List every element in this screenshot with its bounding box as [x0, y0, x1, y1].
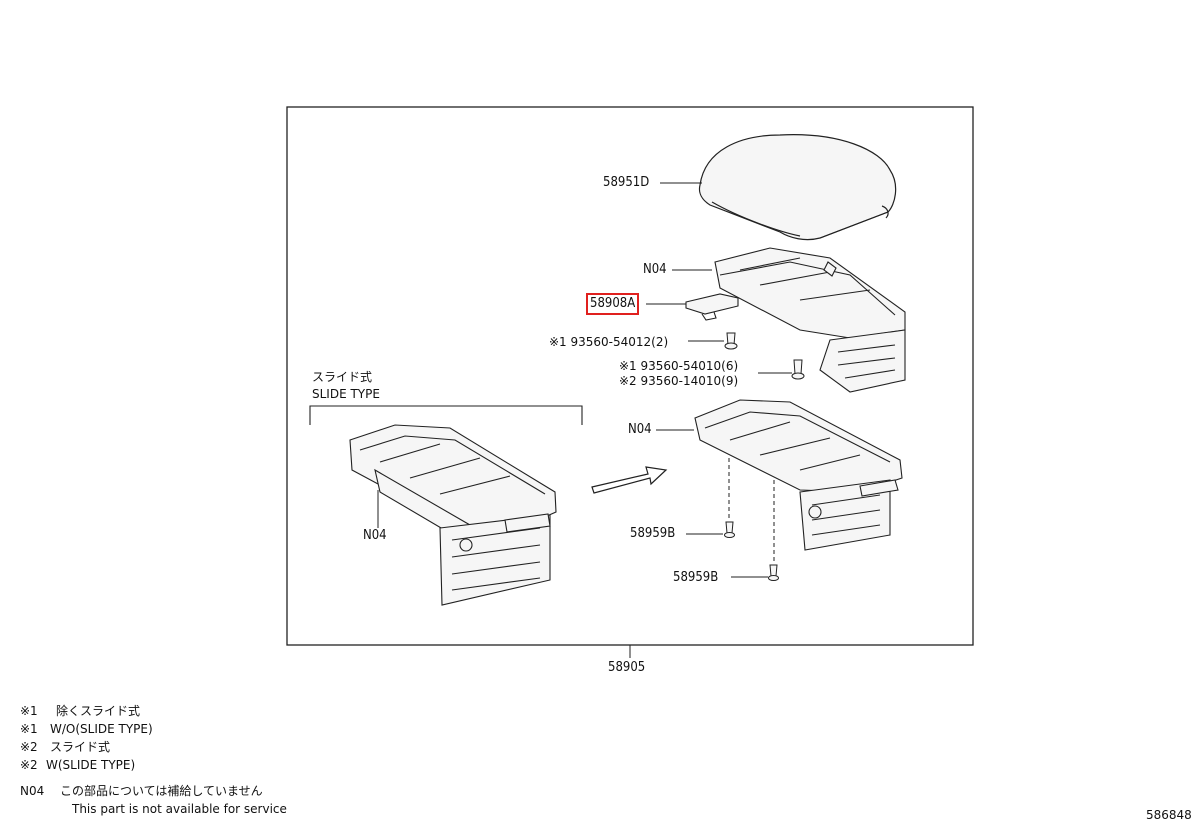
- note-row-5: N04 この部品については補給していません: [20, 783, 263, 799]
- base-drawing: [694, 399, 903, 551]
- label-N04-mid: N04: [628, 422, 652, 437]
- note-text: スライド式: [50, 740, 111, 754]
- note-row-6: This part is not available for service: [72, 801, 287, 817]
- bolt-drawing-2: [768, 564, 779, 581]
- label-screw-2b: ※2 93560-14010(9): [619, 374, 739, 388]
- note-text: W(SLIDE TYPE): [46, 758, 136, 772]
- screw-drawing-1: [724, 332, 738, 350]
- note-row-2: ※1 W/O(SLIDE TYPE): [20, 721, 153, 737]
- note-mark: ※2: [20, 758, 38, 772]
- armrest-lid-drawing: [698, 134, 897, 241]
- label-N04-left: N04: [363, 528, 387, 543]
- transition-arrow: [591, 466, 668, 494]
- note-text: この部品については補給していません: [60, 784, 263, 798]
- label-N04-top: N04: [643, 262, 667, 277]
- note-mark: N04: [20, 784, 45, 798]
- figure-id: 586848: [1146, 808, 1192, 822]
- label-assembly: 58905: [608, 660, 646, 675]
- upper-tray-drawing: [714, 247, 906, 393]
- clip-drawing: [685, 293, 739, 321]
- label-slide-jp: スライド式: [312, 370, 373, 384]
- bolt-drawing-1: [724, 521, 735, 538]
- note-row-4: ※2 W(SLIDE TYPE): [20, 757, 135, 773]
- note-mark: ※1: [20, 722, 38, 736]
- label-slide-en: SLIDE TYPE: [312, 387, 380, 401]
- label-58959B-a: 58959B: [630, 526, 676, 541]
- slide-type-bracket: [309, 405, 583, 425]
- note-text: This part is not available for service: [72, 802, 287, 816]
- screw-drawing-2: [791, 359, 805, 380]
- note-text: 除くスライド式: [56, 704, 141, 718]
- note-row-3: ※2 スライド式: [20, 739, 110, 755]
- note-mark: ※1: [20, 704, 38, 718]
- label-screw-1: ※1 93560-54012(2): [549, 335, 669, 349]
- label-screw-2a: ※1 93560-54010(6): [619, 359, 739, 373]
- label-58908A: 58908A: [585, 293, 640, 315]
- slide-assembly-drawing: [349, 424, 557, 606]
- note-text: W/O(SLIDE TYPE): [50, 722, 153, 736]
- note-row-1: ※1 除くスライド式: [20, 703, 140, 719]
- label-58951D: 58951D: [603, 175, 650, 190]
- note-mark: ※2: [20, 740, 38, 754]
- label-58959B-b: 58959B: [673, 570, 719, 585]
